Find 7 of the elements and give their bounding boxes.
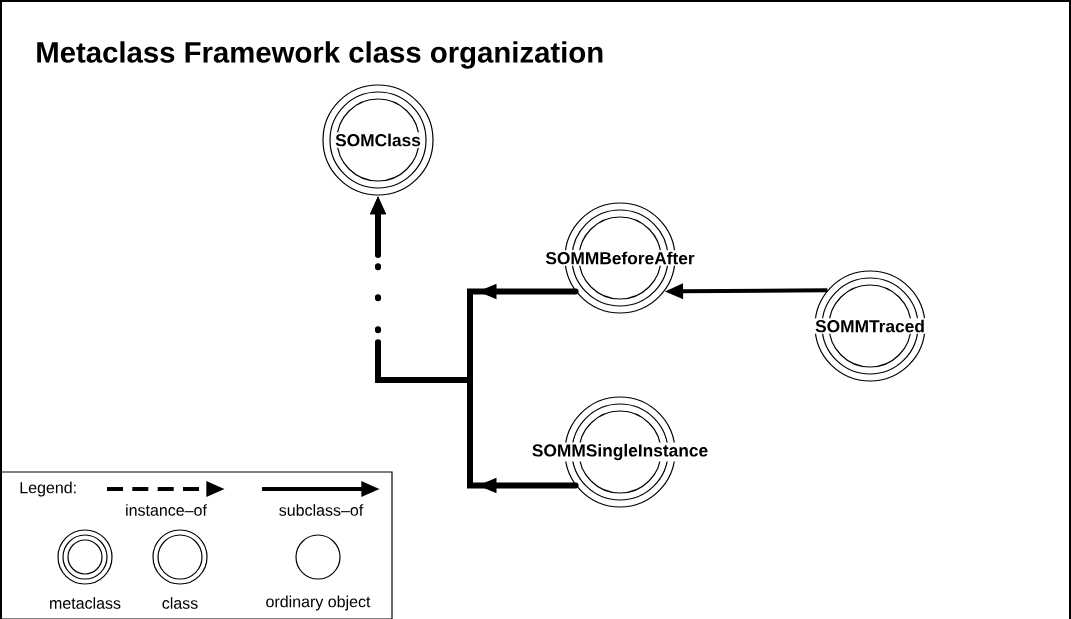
legend-label: subclass–of: [279, 504, 364, 516]
legend-label: instance–of: [126, 504, 207, 516]
title: Metaclass Framework class organization: [37, 41, 603, 69]
legend-label: metaclass: [50, 597, 121, 609]
legend-label: class: [162, 597, 198, 609]
legend-heading: Legend:: [20, 481, 76, 497]
legend-label: ordinary object: [266, 595, 371, 611]
